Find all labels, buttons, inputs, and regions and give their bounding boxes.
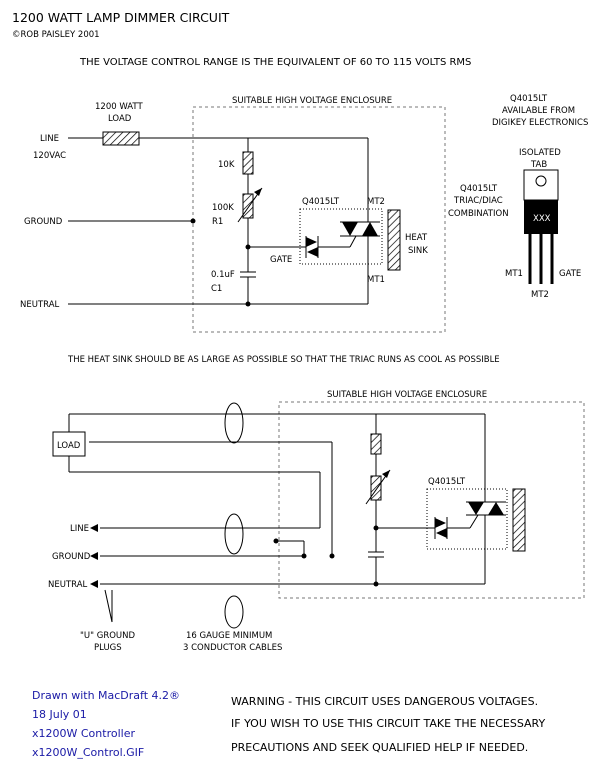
resistor-10k <box>242 151 254 175</box>
sink-label: SINK <box>408 246 428 256</box>
pkg-pin-mt1: MT1 <box>505 269 523 279</box>
pot-name-label: R1 <box>212 217 223 227</box>
pkg-part-label: Q4015LT <box>510 94 548 104</box>
top-enclosure <box>192 106 446 333</box>
drawn-with: Drawn with MacDraft 4.2® <box>32 689 180 702</box>
bottom-q4015lt-label: Q4015LT <box>428 477 466 487</box>
pkg-body-mark: XXX <box>533 214 551 224</box>
pkg-pin-mt2: MT2 <box>531 290 549 300</box>
bottom-load-label: LOAD <box>57 441 81 451</box>
voltage-note: THE VOLTAGE CONTROL RANGE IS THE EQUIVAL… <box>79 57 471 68</box>
bottom-pot <box>370 475 382 501</box>
cables-label-2: 3 CONDUCTOR CABLES <box>183 643 282 653</box>
plugs-label-2: PLUGS <box>94 643 122 653</box>
line-label: LINE <box>40 134 59 144</box>
bottom-schematic: SUITABLE HIGH VOLTAGE ENCLOSURE LOAD LIN… <box>48 390 585 653</box>
heat-label: HEAT <box>405 233 428 243</box>
pkg-avail-1: AVAILABLE FROM <box>502 106 575 116</box>
bottom-line-label: LINE <box>70 524 89 534</box>
bottom-neutral-label: NEUTRAL <box>48 580 88 590</box>
load-resistor <box>102 131 140 146</box>
gate-label: GATE <box>270 255 292 265</box>
bottom-resistor-fixed <box>370 433 382 455</box>
plugs-label-1: "U" GROUND <box>80 631 136 641</box>
cap-value-label: 0.1uF <box>211 270 235 280</box>
bottom-enclosure <box>278 401 585 599</box>
top-schematic: SUITABLE HIGH VOLTAGE ENCLOSURE LINE 120… <box>20 96 446 333</box>
pot-value-label: 100K <box>212 203 234 213</box>
warning-line-1: WARNING - THIS CIRCUIT USES DANGEROUS VO… <box>231 695 538 708</box>
pot-r1 <box>242 193 254 219</box>
pkg-pin-gate: GATE <box>559 269 581 279</box>
pkg-side-1: Q4015LT <box>460 184 498 194</box>
file-name-1: x1200W Controller <box>32 727 135 740</box>
warning-line-3: PRECAUTIONS AND SEEK QUALIFIED HELP IF N… <box>231 741 528 754</box>
diagram-title: 1200 WATT LAMP DIMMER CIRCUIT <box>12 10 230 25</box>
resistor-10k-label: 10K <box>218 160 235 170</box>
pkg-side-3: COMBINATION <box>448 209 509 219</box>
load-label-watt: 1200 WATT <box>95 102 143 112</box>
pkg-avail-2: DIGIKEY ELECTRONICS <box>492 118 588 128</box>
triac-package: Q4015LT AVAILABLE FROM DIGIKEY ELECTRONI… <box>448 94 588 300</box>
drawn-date: 18 July 01 <box>32 708 87 721</box>
heatsink-note: THE HEAT SINK SHOULD BE AS LARGE AS POSS… <box>67 355 500 365</box>
q4015lt-box <box>299 208 383 265</box>
pkg-tab-1: ISOLATED <box>519 148 561 158</box>
cap-name-label: C1 <box>211 284 222 294</box>
top-enclosure-label: SUITABLE HIGH VOLTAGE ENCLOSURE <box>232 96 392 106</box>
file-name-2: x1200W_Control.GIF <box>32 746 144 759</box>
bottom-enclosure-label: SUITABLE HIGH VOLTAGE ENCLOSURE <box>327 390 487 400</box>
pkg-body <box>524 200 558 234</box>
load-label-load: LOAD <box>108 114 132 124</box>
bottom-ground-label: GROUND <box>52 552 91 562</box>
cables-label-1: 16 GAUGE MINIMUM <box>186 631 272 641</box>
line-voltage-label: 120VAC <box>33 151 66 161</box>
warning-line-2: IF YOU WISH TO USE THIS CIRCUIT TAKE THE… <box>231 717 545 730</box>
pkg-side-2: TRIAC/DIAC <box>453 196 503 206</box>
ground-label: GROUND <box>24 217 63 227</box>
pkg-tab-2: TAB <box>530 160 547 170</box>
bottom-heat-sink <box>512 488 526 552</box>
mt2-label: MT2 <box>367 197 385 207</box>
bottom-q4015lt-box <box>426 488 508 550</box>
heat-sink <box>387 209 401 271</box>
copyright: ©ROB PAISLEY 2001 <box>12 30 100 40</box>
mt1-label: MT1 <box>367 275 385 285</box>
neutral-label: NEUTRAL <box>20 300 60 310</box>
q4015lt-label-top: Q4015LT <box>302 197 340 207</box>
